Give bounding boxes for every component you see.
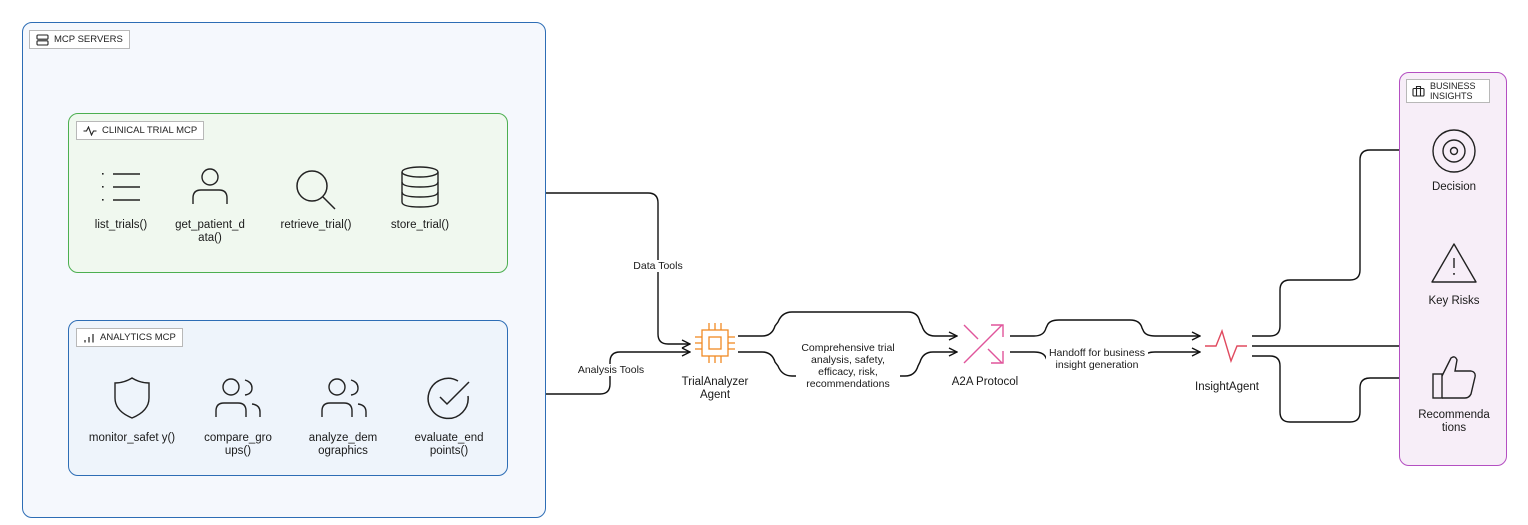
user-icon: [192, 168, 228, 204]
decision-label: Decision: [1431, 181, 1477, 193]
activity-pulse-icon: [1205, 328, 1247, 364]
analyzer-to-a2a-top: [738, 311, 957, 336]
comprehensive-analysis-label: Comprehensive trial analysis, safety, ef…: [796, 342, 900, 390]
bar-chart-icon: [84, 333, 94, 342]
clinical-trial-mcp-title: CLINICAL TRIAL MCP: [102, 125, 198, 136]
tool-label-compare-groups: compare_gro ups(): [204, 432, 272, 457]
mcp-servers-tag: MCP SERVERS: [29, 30, 130, 49]
database-icon: [401, 166, 439, 208]
insight-to-recommendations: [1252, 355, 1424, 423]
server-icon: [36, 33, 49, 46]
check-circle-icon: [427, 377, 470, 420]
tool-label-evaluate-endpoints: evaluate_end points(): [414, 432, 484, 457]
cpu-chip-icon: [695, 323, 735, 363]
data-tools-label: Data Tools: [626, 260, 690, 272]
insight-to-decision: [1252, 150, 1424, 337]
warning-icon: [1431, 243, 1477, 283]
clinical-trial-mcp-tag: CLINICAL TRIAL MCP: [76, 121, 205, 140]
tool-label-monitor-safety: monitor_safet y(): [88, 432, 176, 444]
analytics-mcp-tag: ANALYTICS MCP: [76, 328, 183, 347]
search-icon: [296, 170, 336, 210]
shield-icon: [114, 377, 150, 419]
tool-label-get-patient-data: get_patient_d ata(): [175, 219, 245, 244]
users-icon: [321, 378, 367, 417]
analysis-tools-label: Analysis Tools: [570, 364, 652, 376]
tool-label-store-trial: store_trial(): [390, 219, 450, 231]
tool-label-list-trials: list_trials(): [94, 219, 148, 231]
target-icon: [1432, 129, 1476, 173]
users-icon: [215, 378, 261, 417]
handoff-label: Handoff for business insight generation: [1046, 347, 1148, 371]
business-insights-title: BUSINESS INSIGHTS: [1430, 81, 1476, 101]
a2a-to-insight-top: [1010, 319, 1200, 336]
mcp-servers-title: MCP SERVERS: [54, 34, 123, 45]
business-insights-tag: BUSINESS INSIGHTS: [1406, 79, 1490, 103]
briefcase-icon: [1412, 85, 1425, 97]
tool-label-retrieve-trial: retrieve_trial(): [280, 219, 352, 231]
thumbs-up-icon: [1432, 356, 1476, 399]
tool-label-analyze-demographics: analyze_dem ographics: [308, 432, 378, 457]
business-insights-group: [1399, 72, 1507, 466]
trial-analyzer-agent-label: TrialAnalyzer Agent: [681, 376, 749, 401]
activity-icon: [83, 125, 97, 136]
insight-agent-label: InsightAgent: [1195, 381, 1259, 393]
analytics-mcp-title: ANALYTICS MCP: [100, 332, 176, 343]
key-risks-label: Key Risks: [1428, 295, 1480, 307]
a2a-protocol-label: A2A Protocol: [951, 376, 1019, 388]
shuffle-icon: [963, 324, 1004, 364]
recommendations-label: Recommenda tions: [1418, 409, 1490, 434]
list-icon: [102, 173, 140, 201]
